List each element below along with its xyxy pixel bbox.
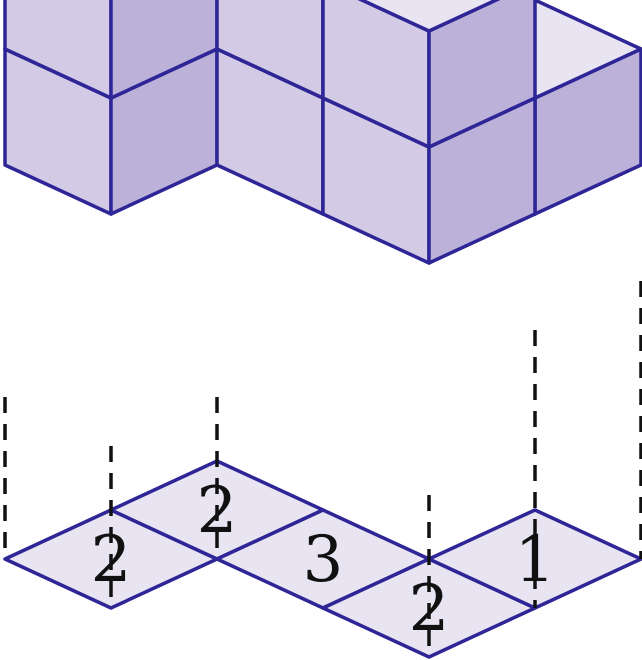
base-count-label-middle: 3 bbox=[303, 523, 344, 597]
projection-guide-lines bbox=[3, 281, 642, 657]
base-count-label-front: 2 bbox=[409, 572, 450, 646]
cube-side-face bbox=[427, 0, 537, 149]
base-view-grid bbox=[3, 459, 642, 659]
cube-side-face bbox=[109, 0, 219, 100]
base-count-label-back-center: 2 bbox=[197, 474, 238, 548]
cube-front-level-2 bbox=[321, 0, 537, 149]
base-count-label-right: 1 bbox=[515, 523, 556, 597]
cube-back-left-level-2 bbox=[3, 0, 219, 100]
cube-front-face bbox=[215, 0, 325, 100]
cube-stack bbox=[3, 0, 642, 265]
cube-front-face bbox=[3, 0, 113, 100]
cube-top-face bbox=[357, 0, 501, 33]
base-count-label-back-left: 2 bbox=[91, 523, 132, 597]
